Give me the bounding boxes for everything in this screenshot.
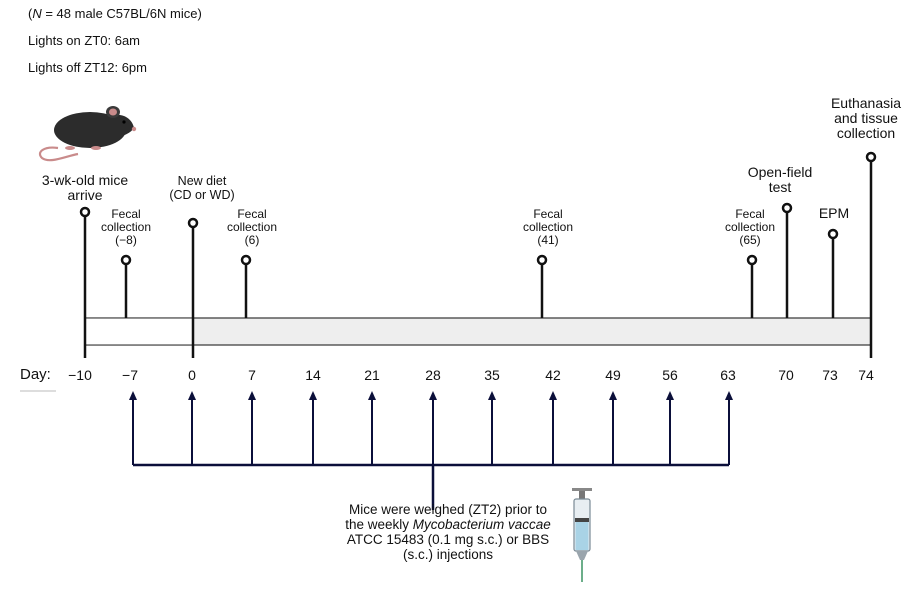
timeline-bar bbox=[84, 317, 872, 346]
label-fecal-6: Fecal collection (6) bbox=[226, 207, 278, 247]
day-tick-label: 56 bbox=[662, 367, 678, 383]
day-tick-label: 21 bbox=[364, 367, 380, 383]
day-tick-label: −10 bbox=[68, 367, 92, 383]
lights-on-note: Lights on ZT0: 6am bbox=[28, 33, 140, 48]
injection-arrow-head bbox=[188, 391, 196, 400]
day-tick-label: 35 bbox=[484, 367, 500, 383]
injection-arrow-head bbox=[248, 391, 256, 400]
pre-diet-segment bbox=[85, 318, 193, 345]
injection-arrow-head bbox=[609, 391, 617, 400]
label-fecal-41: Fecal collection (41) bbox=[522, 207, 574, 247]
day-tick-label: 42 bbox=[545, 367, 561, 383]
day-tick-label: 73 bbox=[822, 367, 838, 383]
injection-arrow-head bbox=[549, 391, 557, 400]
day-tick-label: 0 bbox=[188, 367, 196, 383]
day-tick-label: −7 bbox=[122, 367, 138, 383]
mouse-icon bbox=[38, 106, 137, 162]
label-fecal-65: Fecal collection (65) bbox=[724, 207, 776, 247]
injection-arrow-head bbox=[666, 391, 674, 400]
label-arrive: 3-wk-old mice arrive bbox=[41, 172, 129, 203]
day-tick-label: 28 bbox=[425, 367, 441, 383]
n-symbol: N bbox=[32, 6, 42, 21]
label-fecal-m8: Fecal collection (−8) bbox=[100, 207, 152, 247]
day-tick-label: 63 bbox=[720, 367, 736, 383]
day-axis-label: Day: bbox=[20, 366, 51, 383]
label-open-field: Open-field test bbox=[747, 164, 813, 195]
injection-arrow-head bbox=[488, 391, 496, 400]
injection-arrow-head bbox=[429, 391, 437, 400]
injection-arrow-head bbox=[309, 391, 317, 400]
cohort-note: (N = 48 male C57BL/6N mice) bbox=[28, 6, 202, 21]
label-epm: EPM bbox=[818, 205, 850, 221]
day-tick-label: 70 bbox=[778, 367, 794, 383]
injection-arrow-head bbox=[725, 391, 733, 400]
injection-caption: Mice were weighed (ZT2) prior to the wee… bbox=[345, 502, 551, 562]
day-tick-label: 7 bbox=[248, 367, 256, 383]
weekly-arrows bbox=[129, 391, 733, 465]
day-tick-label: 14 bbox=[305, 367, 321, 383]
label-euthanasia: Euthanasia and tissue collection bbox=[830, 95, 902, 141]
label-new-diet: New diet (CD or WD) bbox=[169, 174, 235, 202]
syringe-icon bbox=[572, 488, 592, 582]
injection-arrow-head bbox=[368, 391, 376, 400]
day-tick-label: 74 bbox=[858, 367, 874, 383]
day-tick-label: 49 bbox=[605, 367, 621, 383]
lights-off-note: Lights off ZT12: 6pm bbox=[28, 60, 147, 75]
injection-arrow-head bbox=[129, 391, 137, 400]
